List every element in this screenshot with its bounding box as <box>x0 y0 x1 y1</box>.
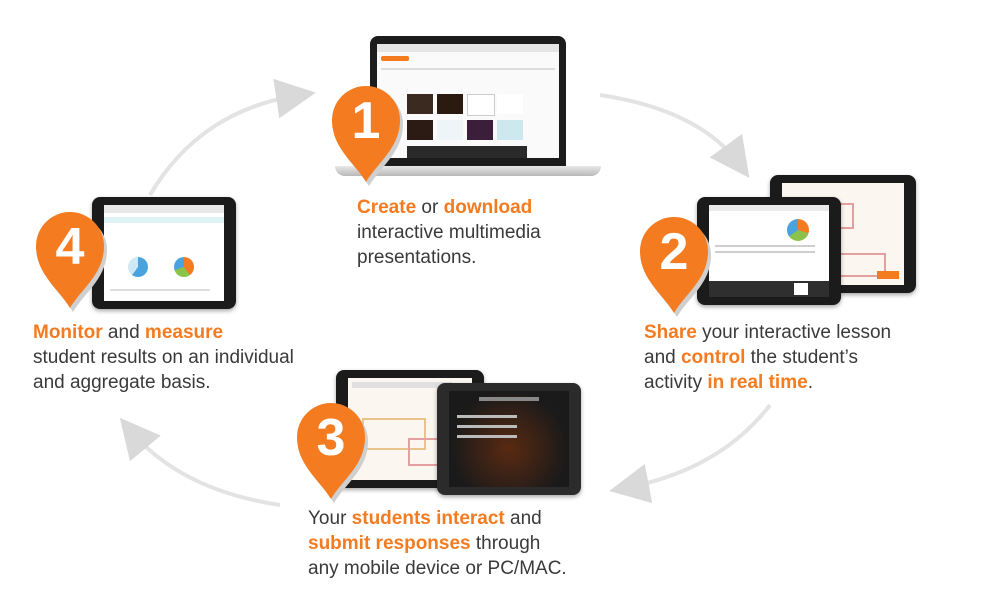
tablet-screen <box>449 391 569 487</box>
keyword-create: Create <box>357 197 417 218</box>
keyword-share: Share <box>644 322 697 343</box>
arrow-2-to-3 <box>609 403 772 504</box>
laptop-screen <box>377 44 559 158</box>
laptop-icon <box>335 36 601 178</box>
step-2-description: Share your interactive lesson and contro… <box>644 322 892 393</box>
step-3-description: Your students interact and submit respon… <box>308 508 567 579</box>
tablet-screen <box>709 205 829 297</box>
keyword-download: download <box>443 197 533 218</box>
tablet-icon <box>697 197 841 305</box>
keyword-submit-responses: submit responses <box>308 533 471 554</box>
arrow-4-to-1 <box>148 78 316 197</box>
keyword-monitor: Monitor <box>33 322 103 343</box>
step-4-description: Monitor and measure student results on a… <box>33 322 294 393</box>
step-4-marker: 4 <box>35 211 107 312</box>
tablet-icon <box>437 383 581 495</box>
step-4-number: 4 <box>56 218 85 276</box>
keyword-real-time: in real time <box>707 372 808 393</box>
keyword-students-interact: students interact <box>351 508 505 529</box>
step-2-number: 2 <box>660 223 689 281</box>
tablet-icon <box>92 197 236 309</box>
arrow-1-to-2 <box>599 93 750 178</box>
step-2-marker: 2 <box>640 216 711 317</box>
step-3-marker: 3 <box>297 402 368 503</box>
keyword-control: control <box>680 347 746 368</box>
keyword-measure: measure <box>144 322 224 343</box>
arrow-3-to-4 <box>119 417 281 507</box>
step-1-marker: 1 <box>332 85 403 186</box>
tablet-screen <box>104 205 224 301</box>
step-1-number: 1 <box>352 92 381 150</box>
step-3-number: 3 <box>317 409 346 467</box>
step-1-description: Create or download interactive multimedi… <box>357 197 541 268</box>
